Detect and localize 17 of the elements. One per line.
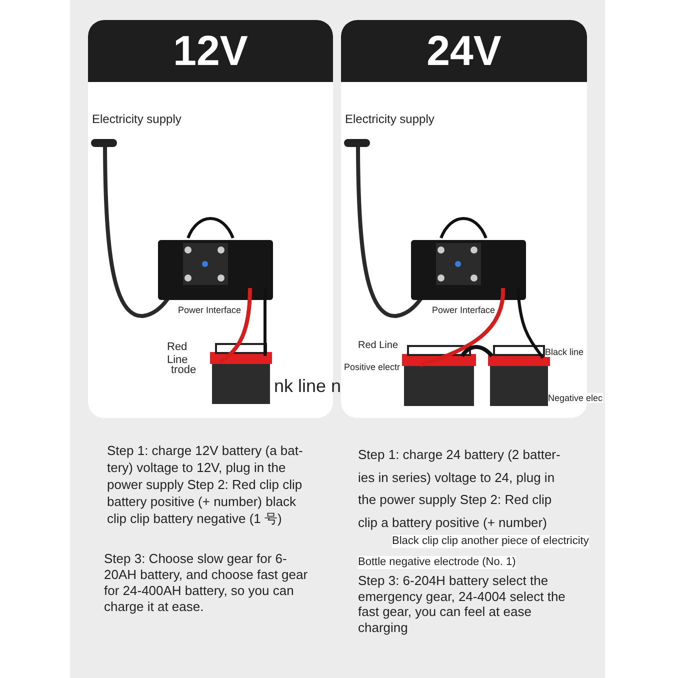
instruction-text: Bottle negative electrode (No. 1) [358,556,516,569]
instruction-text: Step 3: 6-204H battery select the emergency gear, 24-4004 select the fast gear, you can feel at ease charging [358,573,566,635]
panel-heading: 12V [88,20,333,82]
instruction-text: Step 1: charge 12V battery (a bat-tery) voltage to 12V, plug in the power supply Step 2: Red clip clip battery positive (+ number) black clip clip battery negative (1 号) [107,442,304,527]
instruction-text: Step 3: Choose slow gear for 6-20AH battery, and choose fast gear for 24-400AH battery, so you can charge it at ease. [104,551,309,615]
panel-heading: 24V [341,20,587,82]
callout-label: Black line [545,347,584,358]
callout-label: Negative elec [548,393,603,404]
callout-label: Power Interface [432,305,496,316]
callout-label: Positive electr [344,362,400,372]
heading-label: Electricity supply [345,113,434,127]
heading-label: Electricity supply [92,113,182,127]
instruction-text: Step 1: charge 24 battery (2 batter-ies in series) voltage to 24, plug in the power supply Step 2: Red clip clip a battery positive (+ number) [358,446,562,532]
callout-label: nk line n [274,376,342,397]
callout-label: Power Interface [178,305,242,316]
instruction-text: Black clip clip another piece of electricity [392,535,589,548]
callout-label: Red Line [358,340,398,352]
